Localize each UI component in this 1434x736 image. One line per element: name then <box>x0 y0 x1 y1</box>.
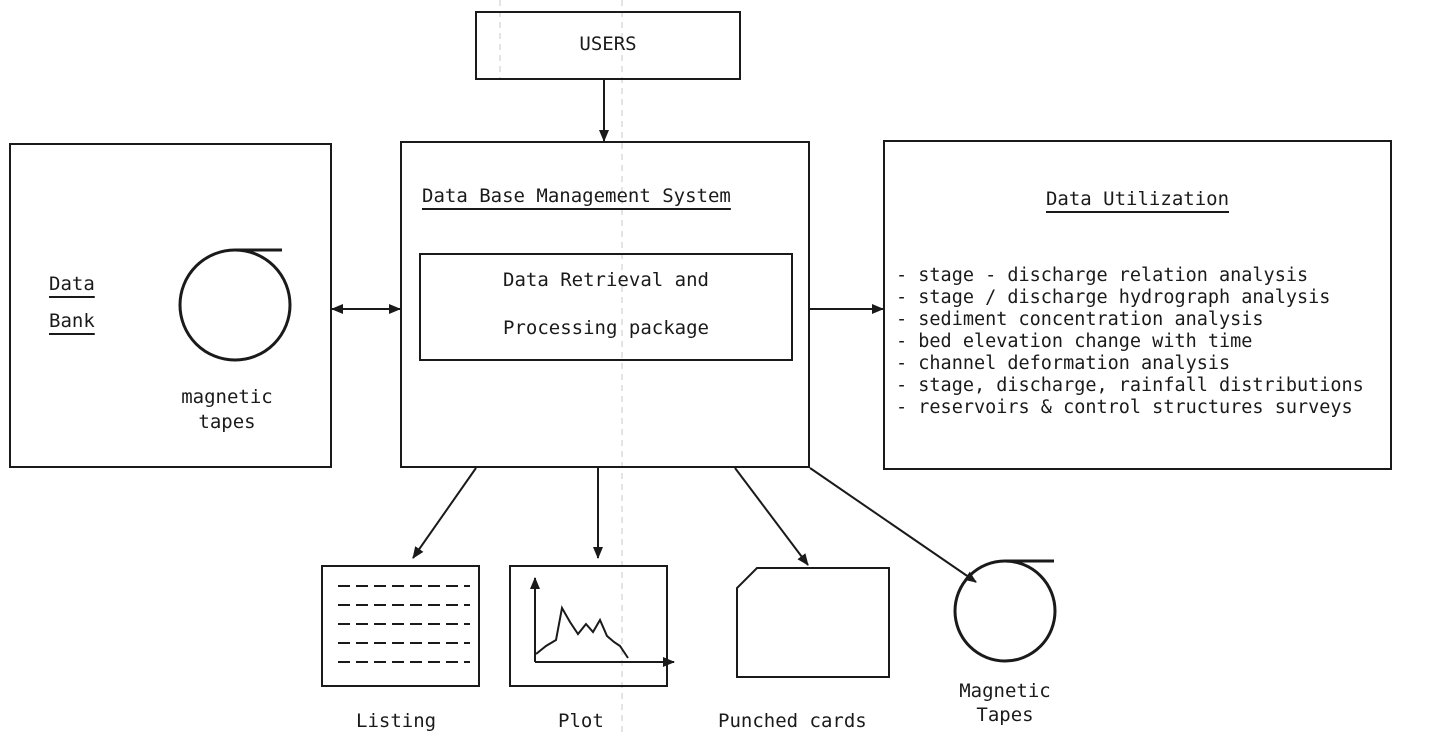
data-bank-tape-label-line1: magnetic <box>181 386 273 408</box>
utilization-item: stage, discharge, rainfall distributions <box>896 375 1364 397</box>
retrieval-package-box: Data Retrieval and Processing package <box>419 253 793 361</box>
utilization-item: stage - discharge relation analysis <box>896 265 1364 287</box>
output-tape-reel-icon <box>953 559 1057 663</box>
listing-label: Listing <box>356 710 437 732</box>
data-bank-tape-reel-icon <box>178 248 292 362</box>
dbms-box: Data Base Management System Data Retriev… <box>400 141 810 468</box>
data-bank-label-line2: Bank <box>49 310 95 332</box>
dbms-title: Data Base Management System <box>422 185 731 207</box>
plot-label: Plot <box>558 710 604 732</box>
data-utilization-box: Data Utilization <box>883 140 1392 470</box>
dbms-to-listing-arrow <box>412 467 477 559</box>
utilization-item: reservoirs & control structures surveys <box>896 397 1364 419</box>
users-label: USERS <box>579 33 637 55</box>
punched-card-icon <box>736 567 890 678</box>
dbms-to-punched-cards-arrow <box>734 467 809 566</box>
data-bank-label-line1: Data <box>49 273 95 295</box>
magnetic-tapes-label-line2: Tapes <box>976 704 1034 726</box>
utilization-item: channel deformation analysis <box>896 353 1364 375</box>
plot-graph-icon <box>509 565 675 687</box>
data-utilization-list: stage - discharge relation analysis stag… <box>896 265 1364 419</box>
retrieval-package-line1: Data Retrieval and <box>503 269 709 291</box>
punched-cards-label: Punched cards <box>718 710 867 732</box>
utilization-item: sediment concentration analysis <box>896 309 1364 331</box>
data-bank-box: Data Bank magnetic tapes <box>9 143 332 468</box>
data-bank-tape-label-line2: tapes <box>198 411 256 433</box>
users-box: USERS <box>475 11 741 80</box>
listing-printout-icon <box>321 565 480 687</box>
utilization-item: stage / discharge hydrograph analysis <box>896 287 1364 309</box>
dbms-to-magnetic-tapes-arrow <box>809 467 977 583</box>
data-utilization-title: Data Utilization <box>1045 188 1230 210</box>
utilization-item: bed elevation change with time <box>896 331 1364 353</box>
magnetic-tapes-label-line1: Magnetic <box>959 680 1051 702</box>
retrieval-package-line2: Processing package <box>503 317 709 339</box>
